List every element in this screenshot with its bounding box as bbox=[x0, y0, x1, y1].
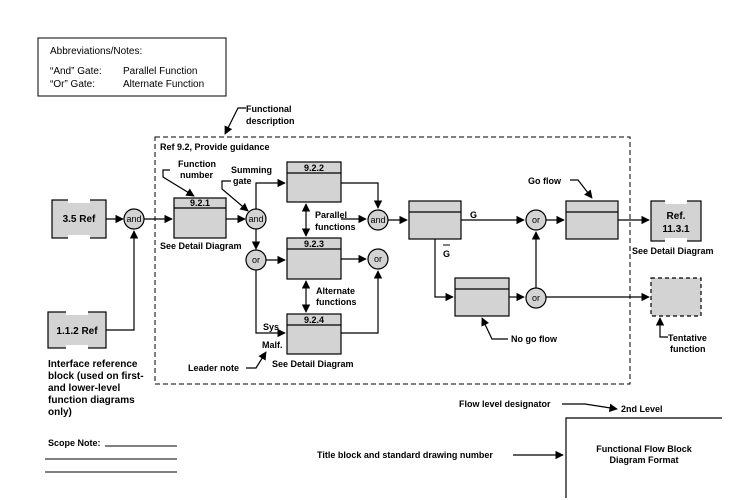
notes-title: Abbreviations/Notes: bbox=[50, 46, 142, 57]
alternate-functions-label-1: Alternate bbox=[316, 286, 355, 296]
sys-label: Sys bbox=[263, 322, 279, 332]
title-block-line-1: Functional Flow Block bbox=[596, 444, 692, 454]
flow-level-designator-label: Flow level designator bbox=[459, 399, 551, 409]
ref-block-11-3-1-line1: Ref. bbox=[667, 211, 686, 222]
ref-block-11-3-1-line2: 11.3.1 bbox=[662, 224, 690, 235]
function-block-g bbox=[408, 200, 462, 240]
notes-and-value: Parallel Function bbox=[123, 66, 197, 77]
or-gate-4-label: or bbox=[532, 293, 540, 303]
function-block-no-go bbox=[454, 277, 510, 317]
interface-ref-note-2: block (used on first- bbox=[48, 371, 144, 382]
title-block-note-label: Title block and standard drawing number bbox=[317, 450, 493, 460]
or-gate-2-label: or bbox=[374, 254, 382, 264]
interface-ref-note-3: and lower-level bbox=[48, 383, 120, 394]
tentative-leader bbox=[655, 317, 668, 338]
ref-block-3-5: 3.5 Ref bbox=[51, 198, 107, 240]
second-level-label: 2nd Level bbox=[621, 404, 663, 414]
function-block-9-2-4: 9.2.4 bbox=[286, 313, 342, 355]
notes-or-value: Alternate Function bbox=[123, 79, 204, 90]
or-gate-4: or bbox=[525, 287, 547, 309]
leader-note-leader bbox=[246, 351, 267, 369]
no-go-flow-leader bbox=[481, 317, 508, 340]
function-number-9-2-1: 9.2.1 bbox=[190, 198, 210, 208]
parallel-functions-label-1: Parallel bbox=[315, 210, 347, 220]
function-number-label-2: number bbox=[180, 170, 214, 180]
see-detail-diagram-2: See Detail Diagram bbox=[272, 359, 354, 369]
interface-ref-note-1: Interface reference bbox=[48, 359, 138, 370]
flow-level-designator-leader bbox=[562, 403, 618, 412]
function-number-9-2-2: 9.2.2 bbox=[304, 163, 324, 173]
functional-description-label-1: Functional bbox=[246, 104, 292, 114]
g-label: G bbox=[470, 210, 477, 220]
functional-description-label-2: description bbox=[246, 116, 295, 126]
go-flow-leader bbox=[570, 179, 593, 199]
or-gate-1-label: or bbox=[252, 255, 260, 265]
scope-note-label: Scope Note: bbox=[48, 438, 101, 448]
tentative-label-2: function bbox=[670, 344, 706, 354]
functional-description-leader bbox=[224, 107, 246, 135]
ref-provide-guidance: Ref 9.2, Provide guidance bbox=[160, 142, 270, 152]
interface-ref-note-4: function diagrams bbox=[48, 395, 135, 406]
summing-gate-label-1: Summing bbox=[231, 165, 272, 175]
and-gate-2: and bbox=[245, 208, 267, 230]
parallel-functions-label-2: functions bbox=[315, 222, 356, 232]
g-bar-label: G bbox=[443, 249, 450, 259]
interface-ref-note-5: only) bbox=[48, 407, 72, 418]
function-block-9-2-3: 9.2.3 bbox=[286, 237, 342, 280]
see-detail-diagram-1: See Detail Diagram bbox=[160, 241, 242, 251]
leader-note-label: Leader note bbox=[188, 363, 239, 373]
and-gate-3-label: and bbox=[370, 215, 385, 225]
notes-and-key: “And” Gate: bbox=[50, 66, 102, 77]
ref-block-3-5-label: 3.5 Ref bbox=[63, 214, 96, 225]
ref-block-1-1-2: 1.1.2 Ref bbox=[47, 310, 107, 350]
no-go-flow-label: No go flow bbox=[511, 334, 558, 344]
and-gate-1-label: and bbox=[126, 214, 141, 224]
functional-description-boundary bbox=[154, 136, 631, 385]
function-number-9-2-3: 9.2.3 bbox=[304, 239, 324, 249]
title-block-line-2: Diagram Format bbox=[609, 455, 678, 465]
function-block-9-2-2: 9.2.2 bbox=[286, 161, 342, 203]
function-block-9-2-1: 9.2.1 bbox=[173, 197, 227, 239]
notes-box: Abbreviations/Notes: “And” Gate: Paralle… bbox=[37, 37, 227, 97]
or-gate-3: or bbox=[525, 209, 547, 231]
and-gate-1: and bbox=[123, 208, 145, 230]
function-number-9-2-4: 9.2.4 bbox=[304, 315, 324, 325]
alternate-functions-label-2: functions bbox=[316, 297, 357, 307]
function-block-go bbox=[565, 200, 619, 240]
flow-connectors bbox=[106, 178, 650, 338]
and-gate-3: and bbox=[367, 209, 389, 231]
malf-label: Malf. bbox=[262, 340, 283, 350]
tentative-function-block bbox=[650, 277, 702, 317]
or-gate-3-label: or bbox=[532, 215, 540, 225]
summing-gate-leader bbox=[221, 180, 249, 212]
or-gate-2: or bbox=[367, 248, 389, 270]
function-number-leader bbox=[162, 169, 195, 197]
see-detail-diagram-3: See Detail Diagram bbox=[632, 246, 714, 256]
function-number-label-1: Function bbox=[178, 159, 216, 169]
ref-block-11-3-1: Ref. 11.3.1 bbox=[650, 199, 702, 243]
or-gate-1: or bbox=[245, 249, 267, 271]
title-block: Functional Flow Block Diagram Format bbox=[565, 417, 722, 498]
tentative-label-1: Tentative bbox=[668, 333, 707, 343]
go-flow-label: Go flow bbox=[528, 176, 562, 186]
notes-or-key: “Or” Gate: bbox=[50, 79, 95, 90]
ref-block-1-1-2-label: 1.1.2 Ref bbox=[56, 326, 98, 337]
summing-gate-label-2: gate bbox=[233, 176, 252, 186]
and-gate-2-label: and bbox=[248, 214, 263, 224]
